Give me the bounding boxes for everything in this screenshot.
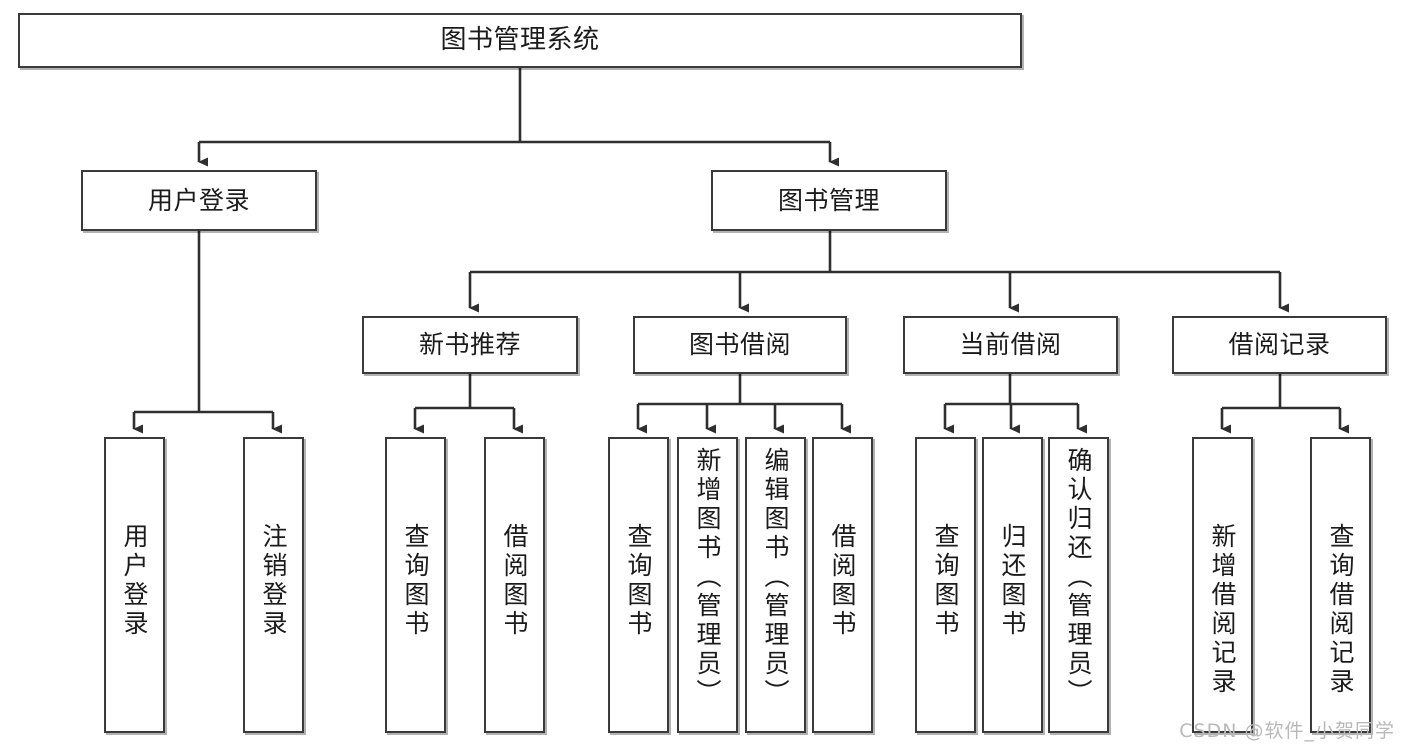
node-label: 查询图书: [401, 523, 430, 639]
node-label: 用户登录: [120, 523, 149, 639]
node-label: 新增借阅记录: [1208, 523, 1237, 697]
node-root-book-management-system[interactable]: 图书管理系统: [18, 13, 1022, 68]
node-label: 查询图书: [931, 523, 960, 639]
node-label: 归还图书: [998, 523, 1027, 639]
leaf-borrow-book-newbook[interactable]: 借阅图书: [484, 437, 545, 733]
node-book-borrow[interactable]: 图书借阅: [633, 316, 847, 374]
leaf-query-borrow-record[interactable]: 查询借阅记录: [1310, 437, 1371, 733]
node-label: 图书管理: [777, 185, 880, 215]
node-current-borrow[interactable]: 当前借阅: [903, 316, 1118, 374]
leaf-edit-book-admin[interactable]: 编辑图书（管理员）: [745, 437, 806, 733]
node-label: 注销登录: [259, 523, 288, 639]
node-label: 编辑图书（管理员）: [761, 447, 790, 708]
node-label: 当前借阅: [959, 330, 1062, 359]
leaf-user-login[interactable]: 用户登录: [104, 437, 165, 733]
leaf-query-book-current[interactable]: 查询图书: [915, 437, 976, 733]
node-label: 新增图书（管理员）: [693, 447, 722, 708]
leaf-add-book-admin[interactable]: 新增图书（管理员）: [677, 437, 738, 733]
leaf-return-book[interactable]: 归还图书: [982, 437, 1043, 733]
node-book-management[interactable]: 图书管理: [711, 170, 947, 231]
leaf-query-book-borrow[interactable]: 查询图书: [608, 437, 669, 733]
node-label: 借阅记录: [1228, 330, 1331, 359]
node-label: 确认归还（管理员）: [1064, 447, 1093, 708]
node-label: 图书借阅: [688, 330, 791, 359]
node-label: 查询借阅记录: [1326, 523, 1355, 697]
leaf-confirm-return-admin[interactable]: 确认归还（管理员）: [1048, 437, 1109, 733]
node-label: 借阅图书: [828, 523, 857, 639]
node-borrow-record[interactable]: 借阅记录: [1172, 316, 1387, 374]
leaf-query-book-newbook[interactable]: 查询图书: [385, 437, 446, 733]
leaf-add-borrow-record[interactable]: 新增借阅记录: [1192, 437, 1253, 733]
node-label: 新书推荐: [418, 330, 521, 359]
node-label: 查询图书: [624, 523, 653, 639]
node-label: 图书管理系统: [440, 24, 600, 55]
node-user-login[interactable]: 用户登录: [81, 170, 317, 231]
node-new-book-recommend[interactable]: 新书推荐: [362, 316, 578, 374]
leaf-logout-login[interactable]: 注销登录: [243, 437, 304, 733]
node-label: 借阅图书: [500, 523, 529, 639]
leaf-borrow-book[interactable]: 借阅图书: [812, 437, 873, 733]
node-label: 用户登录: [147, 185, 250, 215]
